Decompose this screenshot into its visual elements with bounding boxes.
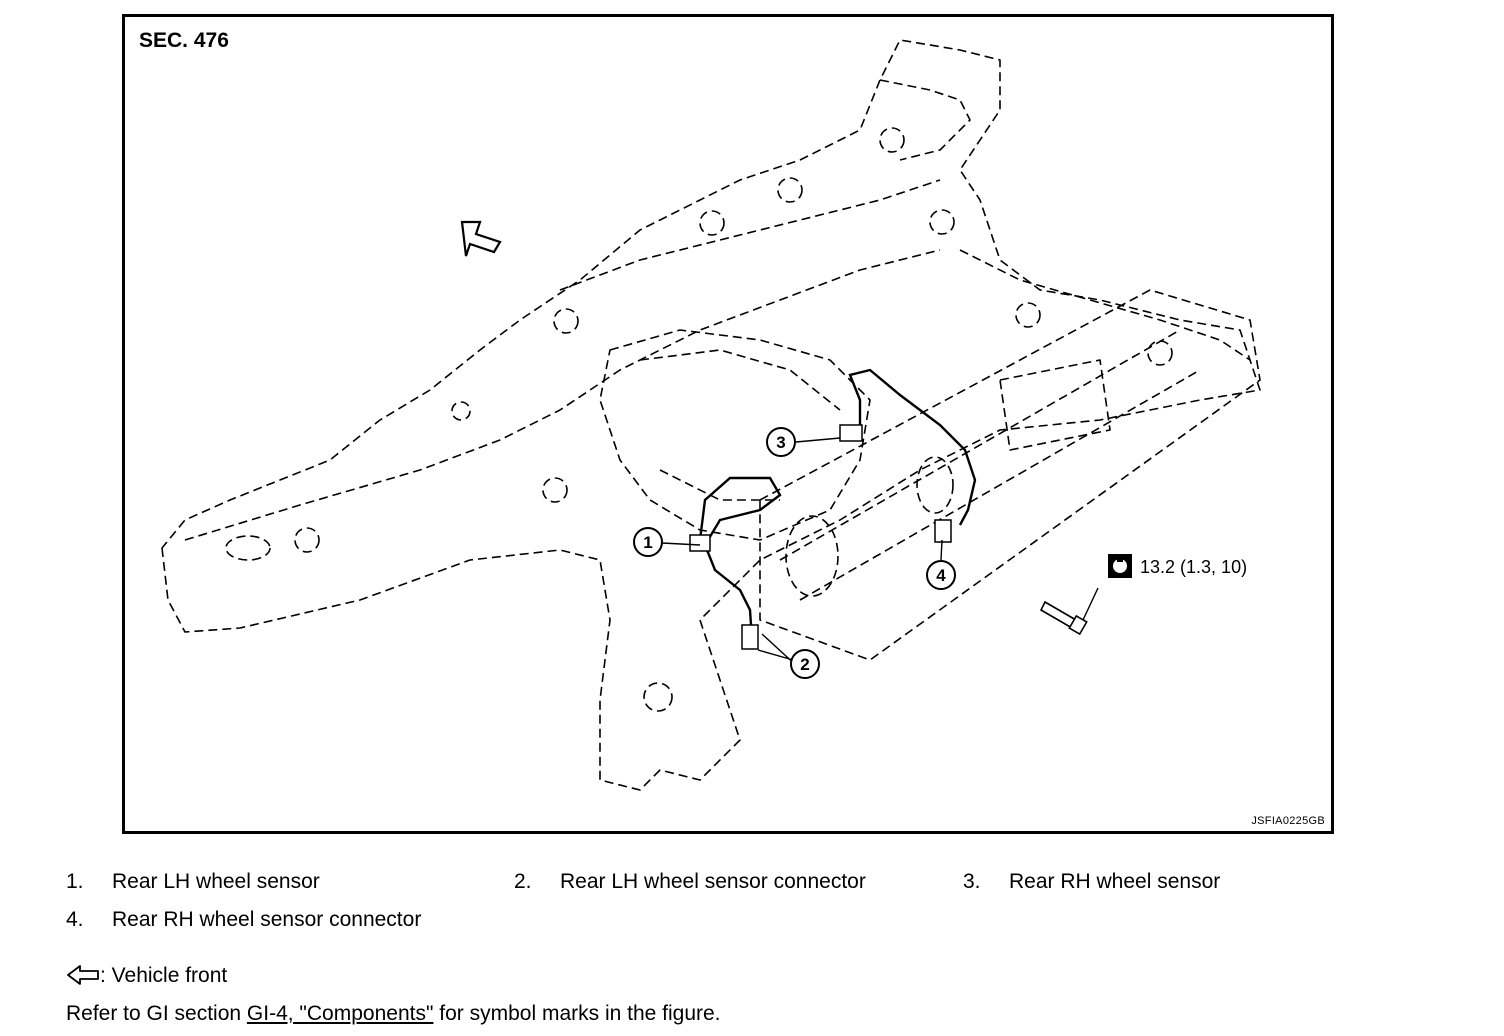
mount-hole: [1015, 302, 1041, 328]
rh-sensor-connector: [934, 519, 952, 543]
svg-text:4: 4: [936, 566, 946, 585]
callout-3: 3: [766, 427, 796, 457]
legend-label: Rear LH wheel sensor connector: [560, 870, 866, 893]
section-label: SEC. 476: [139, 29, 229, 52]
reference-prefix: Refer to GI section: [66, 1002, 247, 1025]
mount-hole: [451, 401, 471, 421]
svg-text:1: 1: [643, 533, 652, 552]
callout-4: 4: [926, 560, 956, 590]
lh-sensor-connector: [741, 624, 759, 650]
vehicle-front-note: : Vehicle front: [66, 964, 227, 988]
lh-sensor-harness: [698, 476, 782, 641]
rear-axle-bracket: [759, 289, 1261, 661]
lh-wheel-sensor: [689, 534, 711, 552]
mount-hole: [553, 308, 579, 334]
mount-hole: [1147, 340, 1173, 366]
callout-1: 1: [633, 527, 663, 557]
diagram-frame: SEC. 476: [122, 14, 1334, 834]
mount-hole: [294, 527, 320, 553]
legend-number: 2.: [514, 870, 532, 893]
legend-label: Rear RH wheel sensor: [1009, 870, 1221, 893]
torque-wrench-icon: [1108, 554, 1132, 578]
legend-number: 4.: [66, 908, 84, 931]
vehicle-front-arrow-icon: [67, 965, 99, 985]
reference-suffix: for symbol marks in the figure.: [433, 1002, 721, 1025]
legend-label: Rear LH wheel sensor: [112, 870, 320, 893]
mount-hole: [542, 477, 568, 503]
svg-text:3: 3: [776, 433, 785, 452]
torque-value: 13.2 (1.3, 10): [1140, 557, 1247, 577]
mount-hole: [699, 210, 725, 236]
mount-hole: [879, 127, 905, 153]
svg-text:2: 2: [800, 655, 809, 674]
mount-hole: [777, 177, 803, 203]
mount-hole: [643, 682, 673, 712]
rh-wheel-sensor: [839, 424, 863, 442]
vehicle-front-text: : Vehicle front: [100, 964, 228, 987]
differential-housing: [599, 329, 871, 541]
figure-code: JSFIA0225GB: [1251, 815, 1325, 827]
mount-hole: [929, 209, 955, 235]
legend-label: Rear RH wheel sensor connector: [112, 908, 422, 931]
front-arrow-icon: [460, 220, 502, 257]
rear-suspension-member-diagram: 1 2 3 4 13.2 (1.3, 10): [161, 39, 1261, 791]
suspension-member-outline: [161, 39, 1261, 791]
legend-number: 1.: [66, 870, 84, 893]
rh-sensor-harness: [848, 368, 977, 526]
reference-note: Refer to GI section GI-4, "Components" f…: [66, 1002, 721, 1026]
components-reference-link[interactable]: GI-4, "Components": [246, 1002, 434, 1025]
callout-2: 2: [790, 649, 820, 679]
legend-number: 3.: [963, 870, 981, 893]
